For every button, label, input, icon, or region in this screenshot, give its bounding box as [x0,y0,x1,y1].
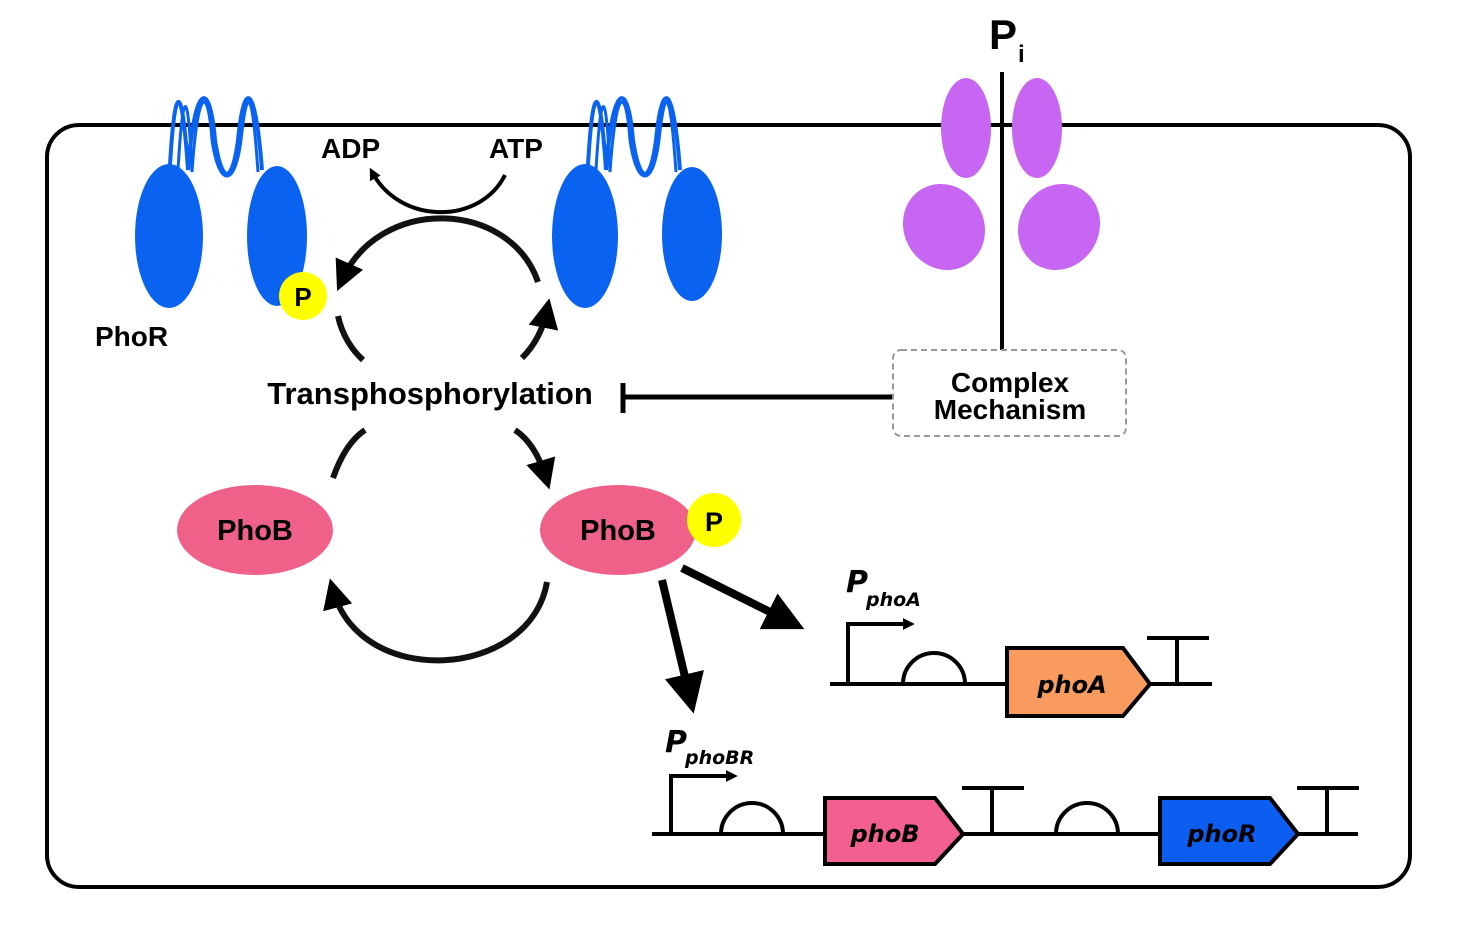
phob-right: PhoB P [540,485,741,575]
phob-left: PhoB [177,485,333,575]
atp-to-adp-arrow [369,167,507,215]
cell-membrane [45,123,1412,889]
phoB-rbs [719,801,785,835]
pi-label: P [989,11,1017,58]
phoBR-promoter-subscript: phoBR [684,747,754,769]
adp-label: ADP [321,133,380,164]
activation-arrow-phoA [680,564,805,630]
phoA-promoter-subscript: phoA [865,589,921,611]
complex-label-line2: Mechanism [934,394,1087,425]
phor-left-dimer [135,96,307,308]
phoA-gene-label: phoA [1036,671,1106,699]
phob-left-to-transfer-arc [330,427,367,479]
phor-phosphate-label: P [294,282,311,312]
phor-right-domain-2 [662,167,722,301]
phor-right-dimer [552,96,722,308]
activation-arrow-phoBR [658,579,704,714]
complex-mechanism-box [892,349,1127,437]
phor-autophosphorylation-arrow [335,215,541,291]
phob-phosphate [687,493,741,547]
phor-left-domain-2 [247,166,307,306]
phoB-gene-label: phoB [849,820,919,848]
dephosphorylation-arrow [323,578,550,664]
phoR-rbs [1054,801,1120,835]
phob-left-label: PhoB [217,515,293,547]
pi-subscript: i [1018,41,1025,68]
phoR-gene-label: phoR [1186,820,1256,848]
phor-label: PhoR [95,321,168,352]
transphosphorylation-label: Transphosphorylation [267,376,593,411]
phor-to-transfer-arc [335,315,366,363]
transfer-to-phor-arc [519,298,559,361]
phoA-operon: phoA P phoA [830,565,1212,718]
phor-phosphate: P [279,272,327,320]
phoA-rbs [901,651,967,685]
atp-label: ATP [489,133,543,164]
phor-left-transmembrane-helices [168,96,264,176]
phoA-promoter-label: P [846,565,868,600]
phoBR-promoter-label: P [665,725,687,760]
phob-phosphate-label: P [705,507,723,537]
phor-right-transmembrane-helices [586,96,682,176]
complex-label-line1: Complex [951,367,1070,398]
phor-right-domain-1 [552,164,618,308]
phoR-gene [1158,796,1301,866]
phoBR-operon: phoB phoR P phoBR [652,725,1359,866]
phoA-promoter-arrow [846,618,915,684]
phoA-gene [1005,646,1153,718]
phoBR-promoter-arrow [669,770,738,834]
phob-right-label: PhoB [580,515,656,547]
phor-left-domain-1 [135,164,203,308]
pi-transporter [902,78,1101,271]
phoB-gene [823,796,966,866]
transfer-to-phob-p-arrow [513,427,556,490]
